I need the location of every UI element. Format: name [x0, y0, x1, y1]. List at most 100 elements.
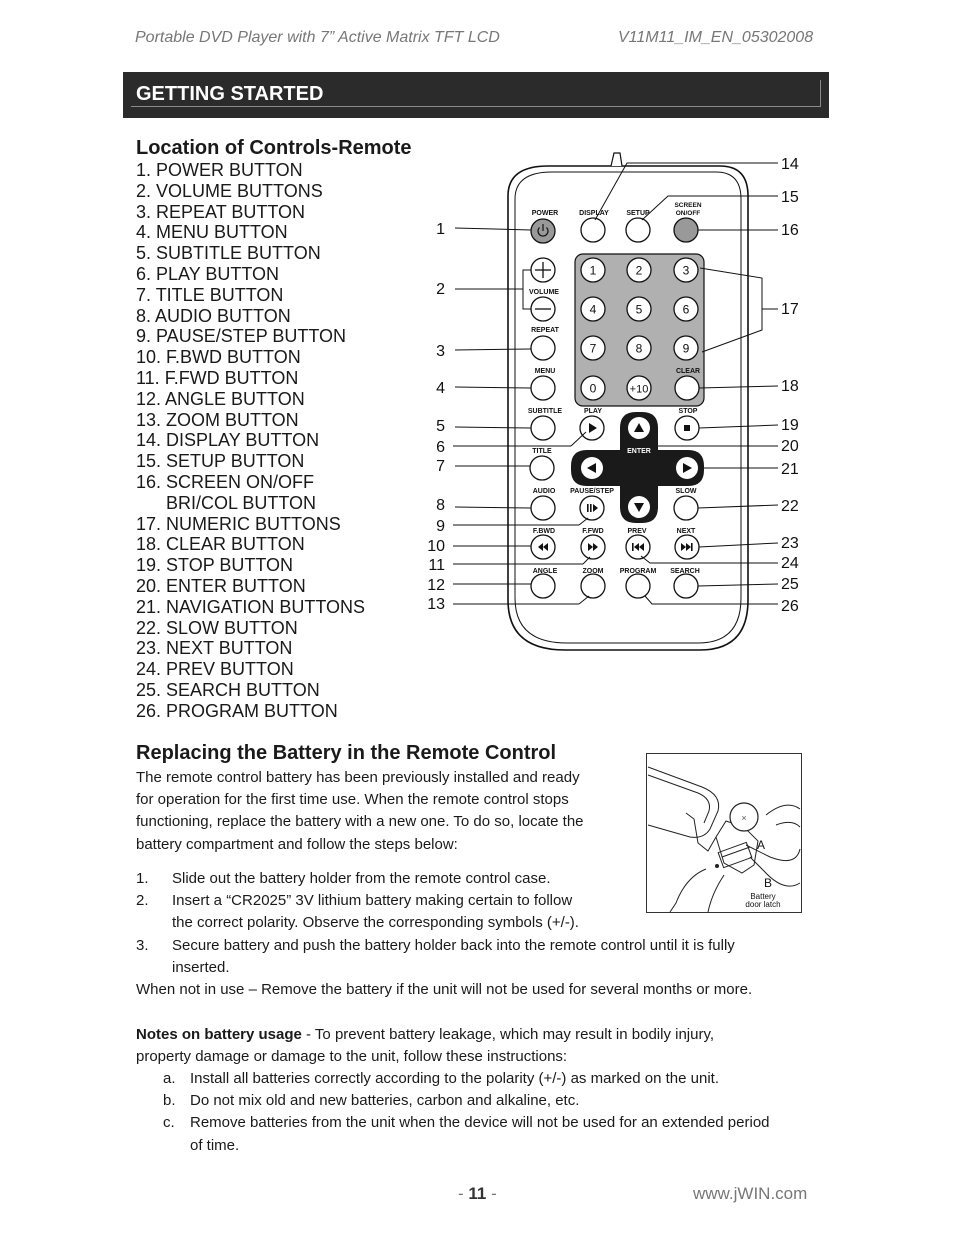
callout-17: 17 — [781, 301, 799, 318]
numeric-pad-panel — [574, 253, 705, 407]
callout-4: 4 — [436, 380, 445, 397]
remote-body-inner — [514, 171, 742, 644]
numeric-key — [580, 296, 606, 322]
controls-list-item: 20. ENTER BUTTON — [136, 575, 306, 596]
controls-list-item: 14. DISPLAY BUTTON — [136, 430, 320, 451]
pause-step-button — [579, 495, 605, 521]
callout-6: 6 — [436, 439, 445, 456]
callout-11: 11 — [428, 557, 445, 574]
screen-onoff-button — [673, 217, 699, 243]
zoom-caption: ZOOM — [583, 568, 604, 575]
plus-icon — [535, 262, 551, 278]
menu-button — [530, 375, 556, 401]
figure-caption-2: door latch — [745, 900, 780, 909]
controls-list-item: 7. TITLE BUTTON — [136, 284, 284, 305]
numeric-key — [626, 257, 652, 283]
prev-caption: PREV — [627, 528, 646, 535]
rewind-icon — [538, 543, 548, 551]
setup-caption: SETUP — [626, 210, 650, 217]
notes-intro: Notes on battery usage - To prevent batt… — [136, 1026, 715, 1066]
callout-3: 3 — [436, 343, 445, 360]
clear-button — [674, 375, 700, 401]
callout-25: 25 — [781, 576, 799, 593]
controls-list-item: 13. ZOOM BUTTON — [136, 409, 299, 430]
controls-list-item: 18. CLEAR BUTTON — [136, 534, 305, 555]
angle-caption: ANGLE — [533, 568, 558, 575]
program-button — [625, 573, 651, 599]
controls-list-item: 19. STOP BUTTON — [136, 555, 294, 576]
display-button — [580, 217, 606, 243]
slow-button — [673, 495, 699, 521]
figure-caption-1: Battery — [750, 892, 775, 901]
enter-caption: ENTER — [627, 448, 651, 455]
callout-19: 19 — [781, 417, 799, 434]
controls-list-item: 26. PROGRAM BUTTON — [136, 700, 338, 721]
subtitle-button — [530, 415, 556, 441]
ffwd-caption: F.FWD — [582, 528, 603, 535]
battery-step: 2.Insert a “CR2025” 3V lithium battery m… — [136, 892, 579, 932]
controls-list-item: 3. REPEAT BUTTON — [136, 201, 306, 222]
callout-9: 9 — [436, 518, 445, 535]
header-document-code: V11M11_IM_EN_05302008 — [618, 29, 814, 46]
subtitle-caption: SUBTITLE — [528, 408, 563, 415]
numeric-key-label: 2 — [636, 264, 643, 278]
numeric-key-label: 6 — [683, 303, 690, 317]
footer-url: www.jWIN.com — [693, 1184, 808, 1203]
battery-heading: Replacing the Battery in the Remote Cont… — [136, 742, 557, 764]
battery-steps: 1.Slide out the battery holder from the … — [136, 868, 735, 979]
controls-list-item: BRI/COL BUTTON — [166, 492, 317, 513]
title-caption: TITLE — [532, 448, 552, 455]
remote-control-diagram: POWER DISPLAY SETUP SCREEN ON/OFF VOLUME… — [427, 152, 799, 651]
controls-heading: Location of Controls-Remote — [136, 137, 412, 159]
search-button — [673, 573, 699, 599]
controls-list-item: 24. PREV BUTTON — [136, 659, 294, 680]
setup-button — [625, 217, 651, 243]
power-caption: POWER — [532, 210, 558, 217]
numeric-key — [673, 335, 699, 361]
header-document-title: Portable DVD Player with 7” Active Matri… — [135, 29, 500, 46]
callout-7: 7 — [436, 458, 445, 475]
navigation-pad — [571, 412, 704, 523]
numeric-key — [580, 257, 606, 283]
fbwd-caption: F.BWD — [533, 528, 555, 535]
callout-16: 16 — [781, 222, 799, 239]
volume-caption: VOLUME — [529, 289, 559, 296]
section-bar: GETTING STARTED — [123, 72, 829, 118]
callout-23: 23 — [781, 535, 799, 552]
arrow-up-icon — [634, 423, 644, 432]
arrow-left-icon — [587, 463, 596, 473]
zoom-button — [580, 573, 606, 599]
controls-list-item: 10. F.BWD BUTTON — [136, 347, 301, 368]
notes-bold-label: Notes on battery usage — [136, 1026, 302, 1043]
screen-caption-2: ON/OFF — [676, 210, 701, 217]
callout-21: 21 — [781, 461, 799, 478]
controls-list-item: 11. F.FWD BUTTON — [136, 367, 299, 388]
search-caption: SEARCH — [670, 568, 700, 575]
pause-caption: PAUSE/STEP — [570, 488, 614, 495]
skip-back-icon — [632, 543, 644, 551]
next-caption: NEXT — [677, 528, 696, 535]
battery-figure: × A B Battery door latch — [646, 753, 802, 913]
remote-antenna — [610, 152, 623, 167]
menu-caption: MENU — [535, 368, 556, 375]
skip-forward-icon — [681, 543, 693, 551]
callout-22: 22 — [781, 498, 799, 515]
battery-coin — [729, 802, 759, 832]
svg-text:×: × — [741, 813, 746, 823]
numeric-key-label: 1 — [590, 264, 597, 278]
audio-button — [530, 495, 556, 521]
numeric-key — [580, 335, 606, 361]
arrow-right-icon — [683, 463, 692, 473]
controls-list-item: 5. SUBTITLE BUTTON — [136, 243, 321, 264]
repeat-button — [530, 335, 556, 361]
numeric-key-label: 7 — [590, 342, 597, 356]
numeric-key — [673, 296, 699, 322]
stop-caption: STOP — [679, 408, 698, 415]
clear-caption: CLEAR — [676, 368, 700, 375]
audio-caption: AUDIO — [533, 488, 556, 495]
notes-item: b.Do not mix old and new batteries, carb… — [163, 1092, 580, 1110]
angle-button — [530, 573, 556, 599]
notes-list: a.Install all batteries correctly accord… — [163, 1068, 770, 1157]
numeric-key-label: 4 — [590, 303, 597, 317]
